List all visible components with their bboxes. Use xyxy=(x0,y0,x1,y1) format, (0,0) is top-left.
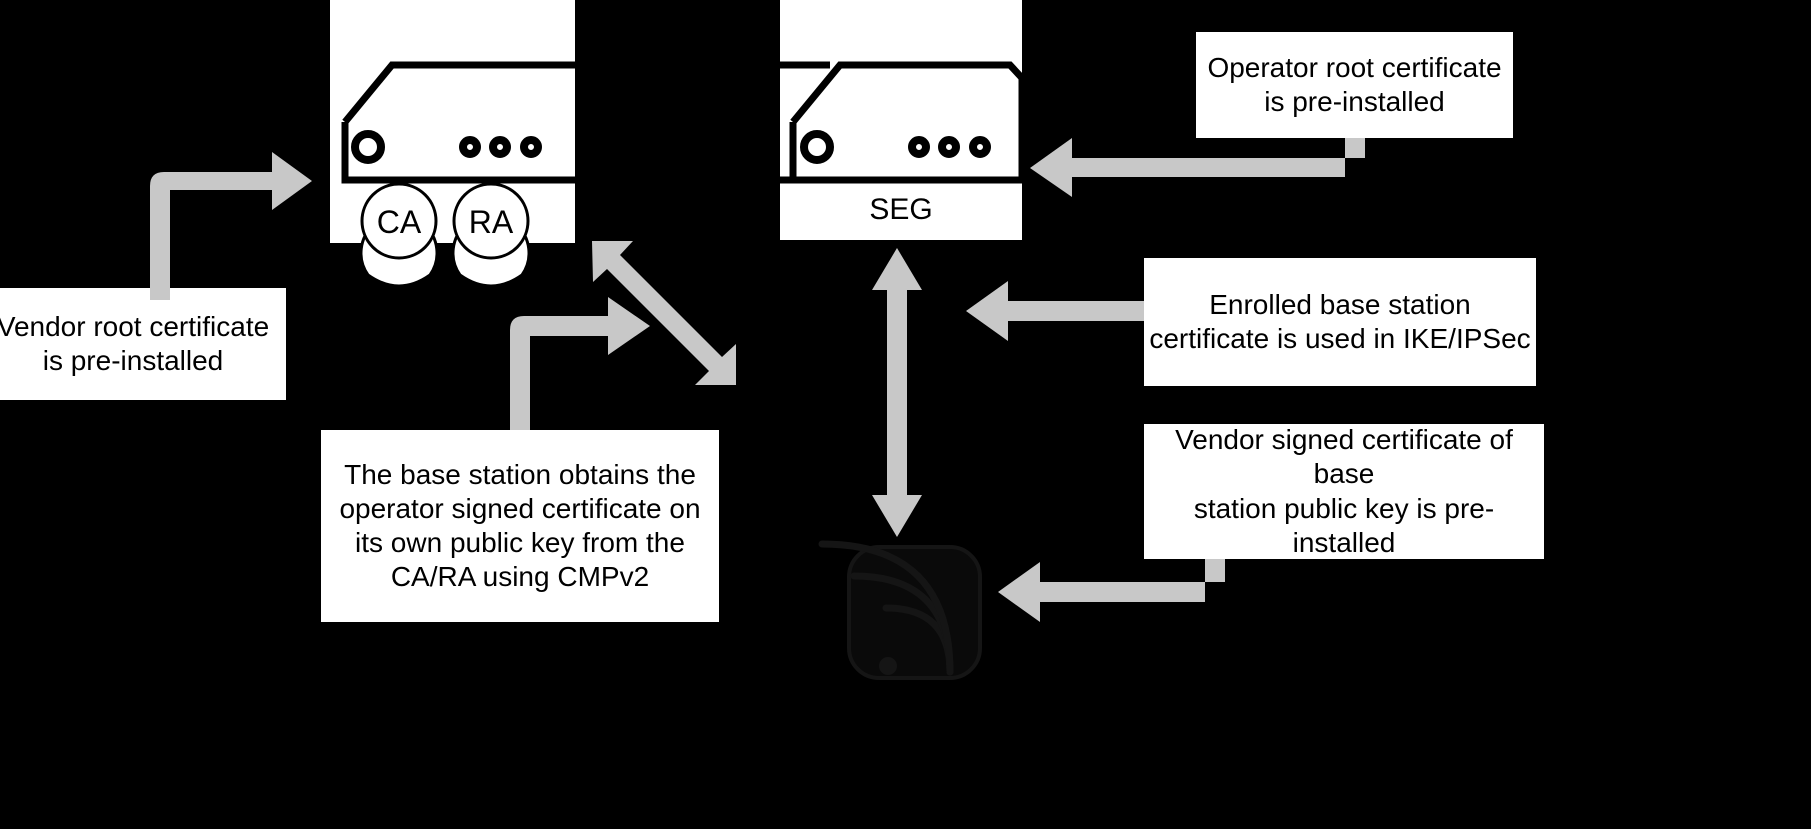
callout-line: operator signed certificate on xyxy=(339,492,701,524)
callout-line: Enrolled base station xyxy=(1209,288,1471,320)
callout-operator-root-certificate: Operator root certificate is pre-install… xyxy=(1196,32,1513,138)
callout-line: Operator root certificate xyxy=(1207,51,1502,83)
arrow-base-station-to-seg-tunnel xyxy=(592,241,736,385)
callout-line: The base station obtains the xyxy=(344,458,696,490)
arrow-vendor-root-to-base-station xyxy=(150,152,312,300)
callout-line: is pre-installed xyxy=(42,345,224,376)
arrow-operator-root-to-seg xyxy=(1030,138,1365,197)
callout-line: certificate is used in IKE/IPSec xyxy=(1149,323,1531,354)
callout-enrolled-base-station-certificate: Enrolled base station certificate is use… xyxy=(1144,258,1536,386)
callout-line: Vendor signed certificate of base xyxy=(1175,424,1513,490)
callout-line: its own public key from the xyxy=(355,527,685,558)
wifi-signal-icon xyxy=(818,540,982,680)
seg-label: SEG xyxy=(869,193,933,226)
callout-vendor-signed-certificate: Vendor signed certificate of base statio… xyxy=(1144,424,1544,559)
callout-line: Vendor root certificate xyxy=(0,310,270,342)
base-station-panel xyxy=(330,0,575,243)
callout-line: CA/RA using CMPv2 xyxy=(390,561,650,593)
callout-vendor-root-certificate: Vendor root certificate is pre-installed xyxy=(0,288,286,400)
arrow-vendor-signed-to-radio xyxy=(998,559,1225,622)
arrow-cmpv2-to-tunnel xyxy=(510,297,650,430)
callout-cmpv2-enrolment: The base station obtains the operator si… xyxy=(321,430,719,622)
callout-line: station public key is pre-installed xyxy=(1193,492,1495,558)
arrow-seg-to-radio xyxy=(872,248,922,537)
callout-line: is pre-installed xyxy=(1264,86,1445,117)
arrow-enrolled-cert-to-seg-link xyxy=(966,281,1144,341)
